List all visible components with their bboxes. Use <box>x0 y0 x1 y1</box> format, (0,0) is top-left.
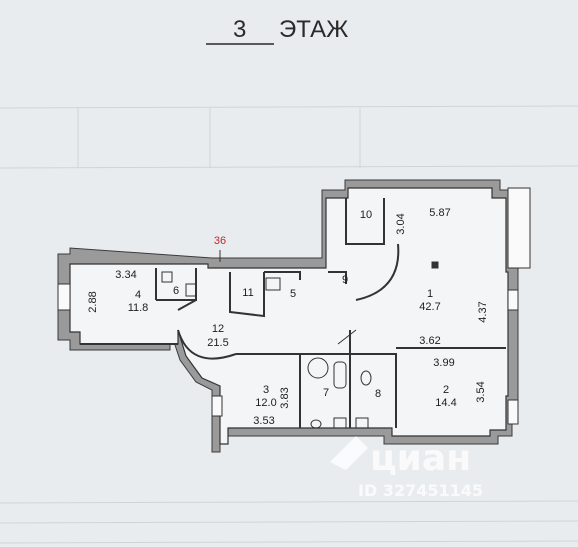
dim-3-54: 3.54 <box>475 381 487 402</box>
room-12-number: 12 <box>212 323 224 335</box>
room-1-area: 42.7 <box>419 301 440 313</box>
window-bottom-left <box>211 395 223 417</box>
shower-icon <box>307 357 329 379</box>
floor-word: ЭТАЖ <box>279 16 348 43</box>
dim-3-99: 3.99 <box>433 357 454 369</box>
room-4-number: 4 <box>135 289 141 301</box>
basin-icon-2 <box>355 417 369 429</box>
room-4: 4 11.8 <box>128 289 149 314</box>
dim-3-53: 3.53 <box>253 415 274 427</box>
toilet-icon <box>360 370 372 386</box>
dim-3-62: 3.62 <box>419 335 440 347</box>
room-8-number: 8 <box>375 388 381 400</box>
room-1: 1 42.7 <box>419 288 440 313</box>
plan-marker: 36 <box>214 235 226 247</box>
room-6-number: 6 <box>173 285 179 297</box>
bathtub-icon <box>333 361 347 389</box>
room-10-number: 10 <box>360 209 372 221</box>
dim-3-83: 3.83 <box>279 387 291 408</box>
room-7-number: 7 <box>323 387 329 399</box>
dim-2-88: 2.88 <box>87 291 99 312</box>
fixtures <box>161 261 439 429</box>
room-4-area: 11.8 <box>128 302 149 314</box>
stove-icon <box>265 277 281 291</box>
basin-icon-6 <box>161 271 173 283</box>
room-3-area: 12.0 <box>255 397 276 409</box>
window-right-mid <box>507 289 519 311</box>
basin-icon <box>333 417 347 429</box>
room-12-area: 21.5 <box>207 337 228 349</box>
room-11-number: 11 <box>242 287 253 299</box>
room-12: 12 21.5 <box>207 323 228 349</box>
column-icon <box>431 261 439 269</box>
toilet-icon-2 <box>310 419 322 429</box>
window-right-low <box>507 399 519 425</box>
window-left <box>57 283 71 311</box>
walls <box>57 179 519 453</box>
room-2: 2 14.4 <box>435 384 456 409</box>
room-2-number: 2 <box>443 384 449 396</box>
watermark-brand: циан <box>370 438 471 479</box>
room-2-area: 14.4 <box>435 397 456 409</box>
dim-3-04: 3.04 <box>395 213 407 234</box>
dimension-labels: 3.34 2.88 3.04 5.87 4.37 3.62 3.99 3.54 … <box>87 207 489 427</box>
background-table-lines <box>0 105 578 544</box>
room-3-number: 3 <box>263 384 269 396</box>
room-labels: 1 42.7 2 14.4 3 12.0 4 11.8 5 6 7 8 9 10… <box>128 209 457 409</box>
watermark-logo-icon <box>330 436 368 470</box>
room-3: 3 12.0 <box>255 384 276 409</box>
watermark-id: ID 327451145 <box>358 481 483 500</box>
floor-number: 3 <box>233 16 246 43</box>
floor-title: 3 ЭТАЖ <box>206 16 348 45</box>
dim-5-87: 5.87 <box>429 207 450 219</box>
dim-3-34: 3.34 <box>115 269 136 281</box>
room-9-number: 9 <box>342 274 348 286</box>
room-1-number: 1 <box>427 288 433 300</box>
dim-4-37: 4.37 <box>477 301 489 322</box>
stair-icon <box>337 329 357 345</box>
room-5-number: 5 <box>290 288 296 300</box>
watermark: циан ID 327451145 <box>330 436 483 500</box>
windows <box>57 187 531 425</box>
partitions <box>80 198 506 428</box>
toilet-icon-6 <box>185 283 197 297</box>
window-bay-right <box>507 187 531 269</box>
